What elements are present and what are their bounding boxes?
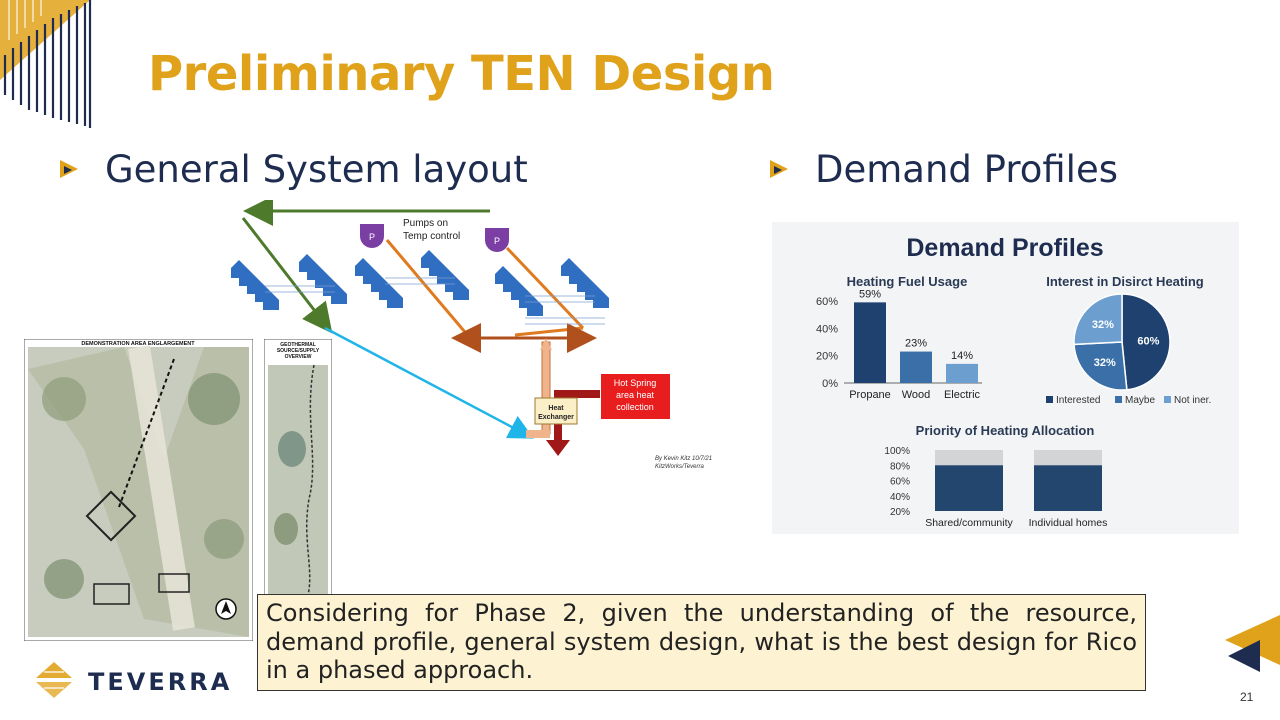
legend-swatch (1115, 396, 1122, 403)
pie-slice-label: 32% (1092, 319, 1114, 331)
general-system-heading: General System layout (105, 148, 528, 191)
fuel-category-label: Wood (902, 389, 931, 401)
hot-spring-box (601, 374, 670, 419)
svg-text:Hot Spring: Hot Spring (614, 378, 657, 388)
legend-swatch (1164, 396, 1171, 403)
priority-y-tick: 60% (890, 477, 910, 488)
fuel-y-tick: 40% (816, 323, 838, 335)
loop-line (505, 246, 585, 330)
priority-bar (1034, 465, 1102, 511)
corner-decoration (0, 0, 92, 128)
legend-label: Not iner. (1174, 395, 1211, 406)
demand-panel-title: Demand Profiles (906, 234, 1103, 262)
fuel-y-tick: 20% (816, 351, 838, 363)
demand-profiles-heading: Demand Profiles (815, 148, 1118, 191)
svg-text:P: P (369, 232, 375, 242)
fuel-bar (854, 302, 886, 383)
pumps-label: Temp control (403, 231, 460, 242)
priority-y-tick: 100% (884, 446, 910, 457)
slide-title: Preliminary TEN Design (148, 46, 775, 102)
heat-exchanger-label: Heat (548, 405, 564, 412)
pump-icon (485, 228, 509, 252)
geothermal-source-map: GEOTHERMAL SOURCE/SUPPLY OVERVIEW (264, 339, 332, 599)
pie-slice (1073, 341, 1128, 391)
hot-spring-inlet (555, 390, 600, 398)
map1-title: DEMONSTRATION AREA ENGLARGEMENT (81, 341, 195, 347)
system-layout-diagram: Heat Exchanger Hot Spring area heat coll… (231, 200, 712, 470)
priority-bar-remainder (935, 450, 1003, 466)
demand-profiles-panel (772, 222, 1239, 534)
fuel-y-tick: 60% (816, 296, 838, 308)
priority-chart-title: Priority of Heating Allocation (916, 423, 1095, 438)
fuel-y-tick: 0% (822, 378, 838, 390)
teverra-logo-text: TEVERRA (88, 668, 233, 696)
demand-profiles-charts: Demand Profiles Heating Fuel Usage 60% 40… (816, 234, 1211, 529)
fuel-chart-title: Heating Fuel Usage (847, 274, 968, 289)
pumps-label: Pumps on (403, 218, 448, 229)
author-credit: By Kevin Kitz 10/7/21 (655, 456, 712, 462)
pie-slice (1073, 293, 1123, 346)
svg-text:GEOTHERMAL: GEOTHERMAL (280, 342, 316, 348)
loop-line (385, 239, 472, 339)
page-number: 21 (1240, 690, 1254, 704)
svg-text:OVERVIEW: OVERVIEW (285, 354, 312, 360)
fuel-value-label: 23% (905, 338, 927, 350)
pie-slice-label: 32% (1094, 357, 1116, 369)
teverra-logo-icon (36, 662, 72, 698)
demonstration-area-map: DEMONSTRATION AREA ENGLARGEMENT (24, 339, 253, 641)
bullet-icon (60, 160, 78, 178)
priority-y-tick: 40% (890, 492, 910, 503)
discussion-callout: Considering for Phase 2, given the under… (257, 594, 1146, 691)
loop-line (514, 326, 584, 337)
priority-bar-remainder (1034, 450, 1102, 466)
svg-text:area heat: area heat (616, 390, 655, 400)
legend-label: Maybe (1125, 395, 1155, 406)
priority-y-tick: 80% (890, 461, 910, 472)
fuel-category-label: Electric (944, 389, 981, 401)
priority-bar (935, 465, 1003, 511)
pump-icon (360, 224, 384, 248)
pie-chart-title: Interest in Disirct Heating (1046, 274, 1204, 289)
heat-exchanger-box (534, 397, 578, 425)
pie-slice (1121, 293, 1171, 391)
svg-text:collection: collection (616, 402, 654, 412)
legend-swatch (1046, 396, 1053, 403)
priority-category-label: Shared/community (925, 517, 1013, 529)
svg-text:P: P (494, 236, 500, 246)
fuel-bar (900, 351, 932, 383)
priority-category-label: Individual homes (1029, 517, 1108, 529)
corner-triangle-decoration (1225, 615, 1280, 672)
pie-slice-label: 60% (1137, 336, 1159, 348)
bullet-icon (770, 160, 788, 178)
fuel-value-label: 59% (859, 288, 881, 300)
fuel-bar (946, 363, 978, 383)
author-credit: KitzWorks/Teverra (655, 464, 704, 470)
house-row (231, 260, 279, 310)
fuel-value-label: 14% (951, 350, 973, 362)
return-line (324, 326, 534, 439)
svg-text:SOURCE/SUPPLY: SOURCE/SUPPLY (277, 348, 320, 354)
supply-line (241, 217, 333, 334)
heat-exchanger-label: Exchanger (538, 414, 574, 421)
legend-label: Interested (1056, 395, 1100, 406)
fuel-category-label: Propane (849, 389, 891, 401)
priority-y-tick: 20% (890, 507, 910, 518)
